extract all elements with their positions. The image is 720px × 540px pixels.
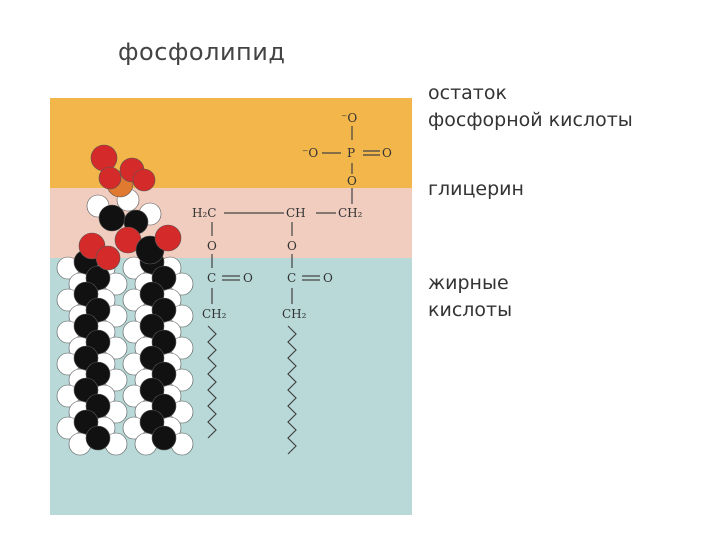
formula-o-bridge: O xyxy=(347,174,357,188)
label-phosphate-residue: остаток фосфорной кислоты xyxy=(428,80,633,134)
carbon-atom xyxy=(85,425,111,451)
oxygen-atom xyxy=(98,166,122,190)
oxygen-atom xyxy=(90,144,118,172)
label-glycerol: глицерин xyxy=(428,176,524,203)
label-line: жирные xyxy=(428,272,509,294)
fatty-acid-chain-right xyxy=(287,325,297,455)
formula-ch: CH xyxy=(286,206,306,220)
formula-c-mid: C xyxy=(287,271,296,285)
oxygen-atom xyxy=(95,245,121,271)
formula-o-dbl-mid: O xyxy=(323,271,333,285)
formula-phosphorus: P xyxy=(347,146,355,160)
carbon-atom xyxy=(98,204,126,232)
label-fatty-acids: жирные кислоты xyxy=(428,270,512,324)
formula-ch2-chain-mid: CH₂ xyxy=(282,307,307,321)
diagram-title: фосфолипид xyxy=(118,38,286,66)
label-line: кислоты xyxy=(428,299,513,321)
label-line: остаток xyxy=(428,82,507,104)
space-filling-model xyxy=(56,144,194,456)
formula-o-ester-left: O xyxy=(207,239,217,253)
carbon-atom xyxy=(151,425,177,451)
formula-c-left: C xyxy=(207,271,216,285)
formula-labels: ⁻O ⁻O P O O H₂C CH CH₂ O O C O C O CH₂ C… xyxy=(192,111,392,321)
oxygen-atom xyxy=(154,224,182,252)
formula-o-dbl-left: O xyxy=(243,271,253,285)
formula-o-minus-left: ⁻O xyxy=(302,146,318,160)
formula-o-minus-top: ⁻O xyxy=(341,111,357,125)
oxygen-atom xyxy=(132,168,156,192)
structural-formula xyxy=(207,126,380,455)
formula-ch2-chain-left: CH₂ xyxy=(202,307,227,321)
formula-o-ester-mid: O xyxy=(287,239,297,253)
formula-o-right: O xyxy=(382,146,392,160)
formula-h2c: H₂C xyxy=(192,206,216,220)
label-line: глицерин xyxy=(428,178,524,200)
label-line: фосфорной кислоты xyxy=(428,109,633,131)
fatty-acid-chain-left xyxy=(207,325,217,439)
formula-ch2-right: CH₂ xyxy=(338,206,363,220)
